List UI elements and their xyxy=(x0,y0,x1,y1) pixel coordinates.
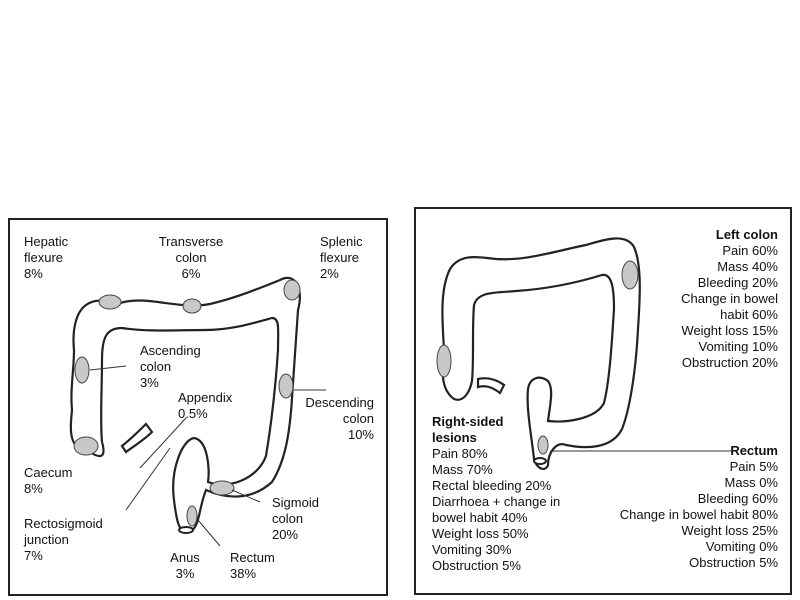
right-symptoms-diagram-panel: Left colon Pain 60% Mass 40% Bleeding 20… xyxy=(414,207,792,595)
lesion-rectum xyxy=(186,505,198,527)
lesion-hepatic-flexure xyxy=(98,294,122,310)
left-colon-symptoms: Left colon Pain 60% Mass 40% Bleeding 20… xyxy=(681,227,778,370)
right-lesion-right-side xyxy=(436,344,452,378)
right-colon-illustration xyxy=(436,237,732,470)
left-appendix xyxy=(120,422,154,454)
left-colon-illustration xyxy=(69,276,326,547)
lesion-caecum xyxy=(73,436,99,456)
right-sided-lesions-symptoms: Right-sided lesions Pain 80% Mass 70% Re… xyxy=(432,414,561,573)
lesion-transverse xyxy=(182,298,202,314)
lesion-ascending xyxy=(74,356,90,384)
rectum-symptoms: Rectum Pain 5% Mass 0% Bleeding 60% Chan… xyxy=(619,443,778,570)
right-anus-opening xyxy=(533,457,547,465)
right-lesion-rectum xyxy=(537,435,549,455)
lesion-splenic xyxy=(283,279,301,301)
lesion-sigmoid xyxy=(209,480,235,496)
lesion-descending xyxy=(278,373,294,399)
right-lesion-left-colon xyxy=(621,260,639,290)
anus-opening xyxy=(178,526,194,534)
right-appendix xyxy=(476,377,506,395)
